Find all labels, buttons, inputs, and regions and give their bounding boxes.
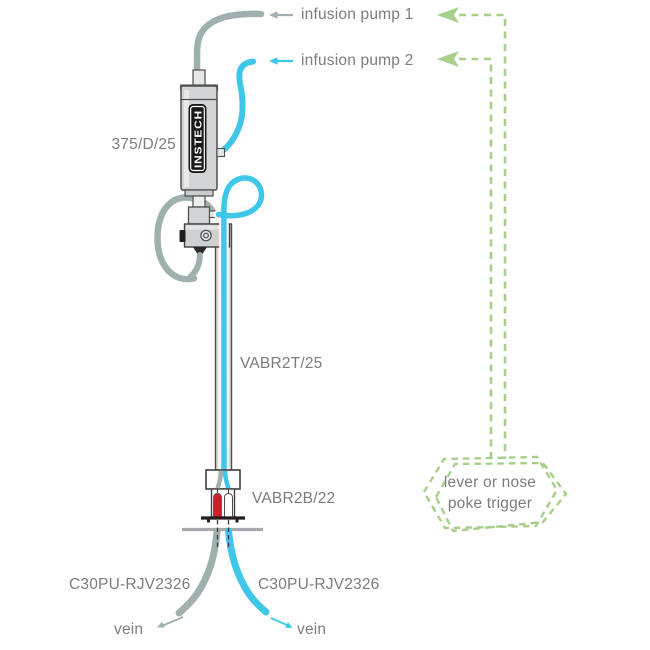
swivel-highlight <box>184 90 189 187</box>
gray-tube-cone-drop <box>187 252 203 280</box>
instech-brand-text: INSTECH <box>193 110 205 168</box>
mount-block-highlight <box>186 225 228 230</box>
button-gray-channel <box>215 470 224 490</box>
trigger-hexagon-outer <box>422 455 559 530</box>
trigger-arrow-top-icon <box>437 7 459 23</box>
blue-tube-loop <box>215 175 265 472</box>
mount-block-upper <box>187 206 211 225</box>
blue-catheter <box>225 527 270 616</box>
gray-catheter <box>175 527 221 617</box>
label-catheter-right: C30PU-RJV2326 <box>258 576 380 593</box>
trigger-dash-line-1 <box>459 13 507 459</box>
vein-arrow-left-line <box>162 616 184 627</box>
flange-foot-right <box>235 519 239 523</box>
swivel-bottom-rim <box>184 189 214 197</box>
mount-screw-outer <box>200 229 212 242</box>
trigger-label-line2: poke trigger <box>447 495 533 512</box>
label-infusion-pump-2: infusion pump 2 <box>301 52 414 69</box>
mount-screw-inner <box>203 232 209 239</box>
trigger-label: lever or nose poke trigger <box>420 472 560 514</box>
swivel-assembly: INSTECH <box>179 69 226 197</box>
vein-arrow-right-line <box>270 617 289 627</box>
flange-foot-left <box>207 519 210 523</box>
pump1-arrow-icon <box>269 11 278 19</box>
swivel-side-port <box>216 147 226 158</box>
vein-arrow-right-icon <box>285 622 293 628</box>
label-button-part: VABR2B/22 <box>252 490 336 507</box>
label-tether-part: VABR2T/25 <box>240 355 323 372</box>
vein-arrow-left-icon <box>157 621 165 628</box>
instech-badge <box>188 104 207 173</box>
button-blue-channel <box>222 470 231 490</box>
trigger-hexagon-sketch <box>434 461 568 533</box>
mount-stem <box>192 195 206 208</box>
label-catheter-left: C30PU-RJV2326 <box>69 576 191 593</box>
blue-tube-pump2 <box>218 58 256 155</box>
label-vein-right: vein <box>297 621 327 638</box>
trigger-dash-line-2 <box>459 57 493 461</box>
swivel-mount-assembly <box>179 195 231 258</box>
button-assembly <box>182 469 263 532</box>
label-swivel-part: 375/D/25 <box>111 136 176 153</box>
trigger-routing <box>422 7 568 533</box>
trigger-arrow-bottom-icon <box>437 51 459 67</box>
instech-badge-border <box>190 105 205 172</box>
gray-tube-pump1 <box>193 10 265 90</box>
label-vein-left: vein <box>114 621 144 638</box>
pump2-arrow-icon <box>269 57 278 65</box>
mount-left-tab <box>179 230 186 242</box>
button-white-cannula <box>224 492 233 518</box>
label-infusion-pump-1: infusion pump 1 <box>301 6 414 23</box>
button-red-cannula <box>213 493 222 518</box>
trigger-label-line1: lever or nose <box>443 474 537 491</box>
